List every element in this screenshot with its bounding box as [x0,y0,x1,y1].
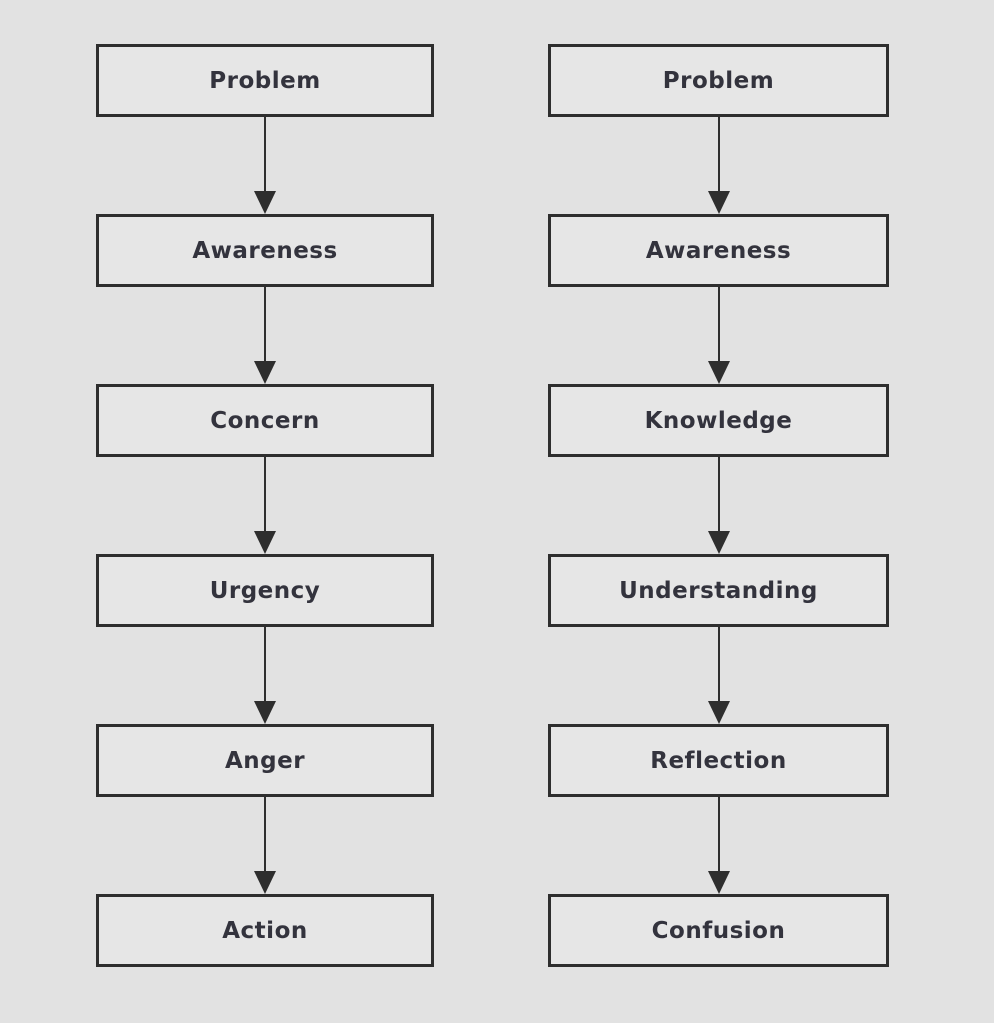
arrow-stem [717,117,720,191]
arrow-down-icon [254,871,276,894]
arrow-stem [264,627,266,701]
arrow-down-icon [707,871,730,894]
arrow-down-icon [707,531,730,554]
flow-node-understanding: Understanding [548,554,889,627]
node-label: Understanding [619,577,818,604]
flow-column-left: Problem Awareness Concern Urgency Anger [96,44,434,967]
arrow-stem [717,627,720,701]
down-arrow-connector [548,627,889,724]
arrow-down-icon [254,531,276,554]
down-arrow-connector [96,627,434,724]
arrow-stem [264,457,266,531]
arrow-stem [264,287,266,361]
node-label: Awareness [645,237,792,264]
arrow-down-icon [707,191,730,214]
arrow-stem [717,457,720,531]
flow-node-reflection: Reflection [548,724,889,797]
down-arrow-connector [548,117,889,214]
arrow-down-icon [254,191,276,214]
flow-node-urgency: Urgency [96,554,434,627]
flow-node-knowledge: Knowledge [548,384,889,457]
node-label: Confusion [651,917,786,944]
arrow-stem [264,797,266,871]
arrow-stem [717,287,720,361]
flow-node-action: Action [96,894,434,967]
down-arrow-connector [96,117,434,214]
down-arrow-connector [548,287,889,384]
down-arrow-connector [96,457,434,554]
node-label: Awareness [192,237,338,264]
down-arrow-connector [96,797,434,894]
flow-node-concern: Concern [96,384,434,457]
node-label: Knowledge [644,407,793,434]
node-label: Concern [210,407,320,434]
flow-column-right: Problem Awareness Knowledge Understandin… [548,44,889,967]
arrow-down-icon [254,701,276,724]
node-label: Action [222,917,308,944]
flow-node-awareness-left: Awareness [96,214,434,287]
down-arrow-connector [548,797,889,894]
node-label: Urgency [209,577,321,604]
node-label: Problem [662,67,775,94]
arrow-down-icon [254,361,276,384]
arrow-stem [264,117,266,191]
flow-node-anger: Anger [96,724,434,797]
flow-node-confusion: Confusion [548,894,889,967]
flow-node-awareness-right: Awareness [548,214,889,287]
flow-node-problem-left: Problem [96,44,434,117]
flow-node-problem-right: Problem [548,44,889,117]
node-label: Reflection [650,747,787,774]
down-arrow-connector [96,287,434,384]
arrow-down-icon [707,361,730,384]
node-label: Anger [224,747,306,774]
arrow-stem [717,797,720,871]
node-label: Problem [209,67,321,94]
arrow-down-icon [707,701,730,724]
down-arrow-connector [548,457,889,554]
